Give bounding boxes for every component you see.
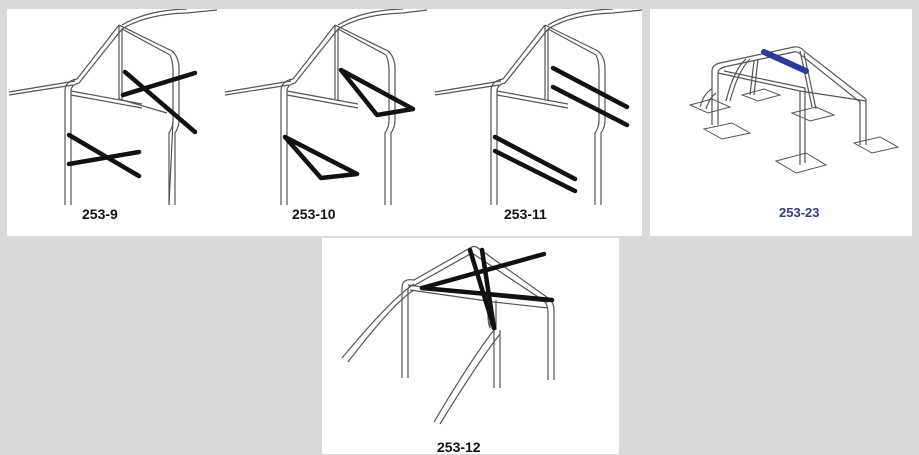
diagram-label: 253-11 bbox=[504, 206, 547, 222]
diagram-panel-253-23: 253-23 bbox=[650, 9, 912, 236]
diagram-label: 253-9 bbox=[82, 206, 118, 222]
diagram-label: 253-12 bbox=[437, 439, 481, 455]
roll-cage-diagram-253-9 bbox=[8, 9, 217, 206]
diagram-label: 253-10 bbox=[292, 206, 336, 222]
roll-cage-diagram-253-12 bbox=[341, 245, 555, 425]
diagram-label: 253-23 bbox=[779, 205, 820, 220]
diagram-panel-top: 253-9 253-10 bbox=[7, 9, 642, 236]
roll-cage-diagram-253-23 bbox=[688, 46, 900, 174]
roll-cage-diagram-253-10 bbox=[224, 9, 427, 205]
diagram-panel-253-12: 253-12 bbox=[322, 238, 619, 455]
roll-cage-diagram-253-11 bbox=[434, 9, 642, 205]
